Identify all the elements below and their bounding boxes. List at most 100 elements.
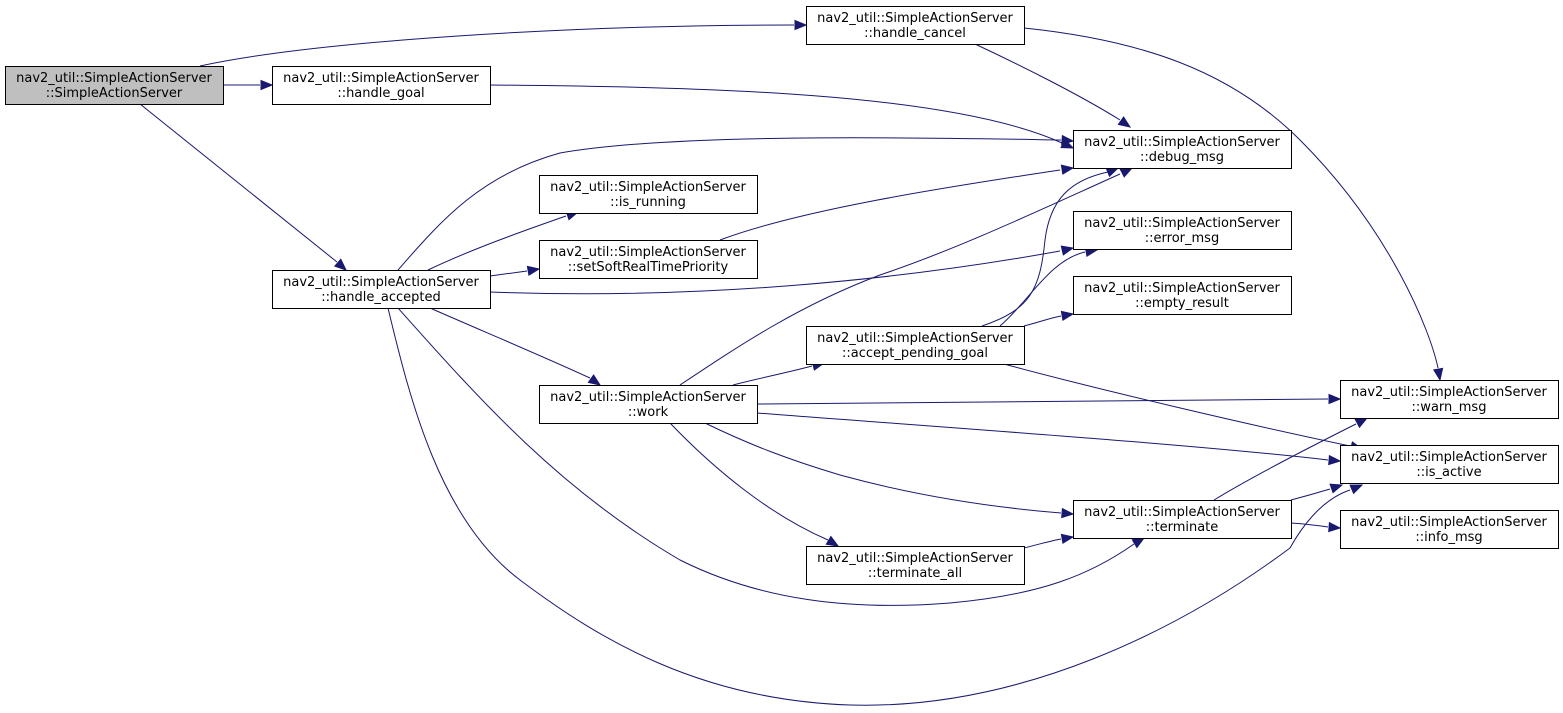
node-handle-goal[interactable]: nav2_util::SimpleActionServer::handle_go… — [272, 66, 491, 105]
node-setSoftRealTimePriority[interactable]: nav2_util::SimpleActionServer::setSoftRe… — [539, 240, 758, 279]
edge-accept_pending_goal-to-empty_result — [1023, 310, 1075, 327]
arrowhead — [1349, 484, 1364, 495]
node-debug-msg[interactable]: nav2_util::SimpleActionServer::debug_msg — [1073, 130, 1292, 169]
node-method-label: ::is_running — [610, 195, 686, 210]
node-box — [1340, 380, 1559, 419]
edge-ctor-to-handle_cancel — [199, 19, 808, 67]
arrowhead — [260, 79, 274, 91]
node-method-label: ::is_active — [1416, 465, 1481, 480]
node-method-label: ::terminate_all — [868, 566, 962, 581]
node-method-label: ::empty_result — [1135, 296, 1229, 311]
node-work[interactable]: nav2_util::SimpleActionServer::work — [539, 385, 758, 424]
arrowhead — [1060, 245, 1075, 256]
arrowhead — [1105, 167, 1120, 178]
node-warn-msg[interactable]: nav2_util::SimpleActionServer::warn_msg — [1340, 380, 1559, 419]
edge-line — [999, 251, 1086, 327]
node-terminate-all[interactable]: nav2_util::SimpleActionServer::terminate… — [806, 546, 1025, 585]
node-empty-result[interactable]: nav2_util::SimpleActionServer::empty_res… — [1073, 276, 1292, 315]
node-namespace-label: nav2_util::SimpleActionServer — [1351, 385, 1547, 400]
node-namespace-label: nav2_util::SimpleActionServer — [817, 551, 1013, 566]
arrowhead — [1328, 521, 1342, 533]
edge-ctor-to-handle_accepted — [139, 103, 347, 271]
edge-line — [974, 43, 1121, 121]
node-method-label: ::handle_cancel — [864, 26, 966, 41]
edge-line — [1023, 538, 1062, 549]
edge-line — [732, 365, 813, 386]
edge-line — [1213, 423, 1357, 501]
arrowhead — [1432, 367, 1444, 382]
edge-line — [756, 398, 1329, 405]
edge-line — [669, 422, 829, 541]
node-method-label: ::terminate — [1146, 520, 1219, 535]
edge-line — [489, 270, 528, 277]
node-handle-accepted[interactable]: nav2_util::SimpleActionServer::handle_ac… — [272, 270, 491, 309]
nodes-layer: nav2_util::SimpleActionServer::SimpleAct… — [5, 6, 1559, 585]
node-error-msg[interactable]: nav2_util::SimpleActionServer::error_msg — [1073, 211, 1292, 250]
node-accept-pending-goal[interactable]: nav2_util::SimpleActionServer::accept_pe… — [806, 326, 1025, 365]
node-method-label: ::accept_pending_goal — [842, 346, 988, 361]
node-method-label: ::SimpleActionServer — [46, 86, 183, 101]
arrowhead — [794, 19, 808, 31]
edge-line — [387, 307, 1351, 706]
node-box — [806, 546, 1025, 585]
edge-line — [1023, 315, 1062, 327]
arrowhead — [1328, 393, 1342, 405]
node-box — [5, 66, 224, 105]
edge-work-to-warn_msg — [756, 393, 1342, 405]
edge-terminate-to-is_active — [1290, 483, 1344, 501]
node-namespace-label: nav2_util::SimpleActionServer — [817, 11, 1013, 26]
edge-line — [719, 169, 1061, 241]
edge-work-to-terminate_all — [669, 422, 840, 547]
node-handle-cancel[interactable]: nav2_util::SimpleActionServer::handle_ca… — [806, 6, 1025, 45]
edge-line — [397, 137, 1062, 271]
node-terminate[interactable]: nav2_util::SimpleActionServer::terminate — [1073, 500, 1292, 539]
node-info-msg[interactable]: nav2_util::SimpleActionServer::info_msg — [1340, 510, 1559, 549]
node-box — [1073, 500, 1292, 539]
node-namespace-label: nav2_util::SimpleActionServer — [1351, 450, 1547, 465]
node-is-running[interactable]: nav2_util::SimpleActionServer::is_runnin… — [539, 175, 758, 214]
node-method-label: ::work — [628, 405, 669, 420]
edge-line — [397, 307, 1135, 606]
arrowhead — [526, 265, 541, 277]
node-namespace-label: nav2_util::SimpleActionServer — [817, 331, 1013, 346]
edge-handle_accepted-to-work — [429, 307, 602, 386]
arrowhead — [1131, 537, 1146, 549]
node-box — [272, 66, 491, 105]
node-method-label: ::error_msg — [1145, 231, 1219, 246]
arrowhead — [1060, 310, 1075, 322]
edge-line — [1023, 27, 1439, 369]
node-method-label: ::info_msg — [1415, 530, 1482, 545]
node-ctor[interactable]: nav2_util::SimpleActionServer::SimpleAct… — [5, 66, 224, 105]
edge-handle_cancel-to-warn_msg — [1023, 27, 1444, 382]
edge-line — [489, 250, 1061, 295]
node-method-label: ::debug_msg — [1140, 150, 1224, 165]
edges-layer — [139, 19, 1444, 706]
arrowhead — [1061, 134, 1075, 146]
arrowhead — [1329, 483, 1344, 494]
edge-line — [704, 422, 1062, 514]
node-box — [272, 270, 491, 309]
edge-line — [427, 215, 567, 271]
node-box — [1073, 130, 1292, 169]
arrowhead — [333, 258, 347, 271]
node-namespace-label: nav2_util::SimpleActionServer — [283, 275, 479, 290]
node-is-active[interactable]: nav2_util::SimpleActionServer::is_active — [1340, 445, 1559, 484]
edge-accept_pending_goal-to-is_active — [1003, 363, 1364, 452]
node-box — [539, 175, 758, 214]
arrowhead — [1061, 507, 1075, 519]
edge-ctor-to-handle_goal — [223, 79, 274, 91]
node-box — [806, 6, 1025, 45]
edge-terminate-to-info_msg — [1290, 521, 1342, 533]
arrowhead — [587, 374, 602, 386]
edge-line — [199, 24, 795, 67]
node-namespace-label: nav2_util::SimpleActionServer — [1084, 135, 1280, 150]
node-namespace-label: nav2_util::SimpleActionServer — [16, 71, 212, 86]
node-namespace-label: nav2_util::SimpleActionServer — [1351, 515, 1547, 530]
edge-line — [981, 171, 1109, 327]
node-namespace-label: nav2_util::SimpleActionServer — [1084, 505, 1280, 520]
edge-line — [1003, 363, 1351, 447]
node-box — [1340, 445, 1559, 484]
node-box — [1073, 211, 1292, 250]
node-method-label: ::handle_goal — [337, 86, 424, 101]
edge-line — [1290, 522, 1329, 528]
